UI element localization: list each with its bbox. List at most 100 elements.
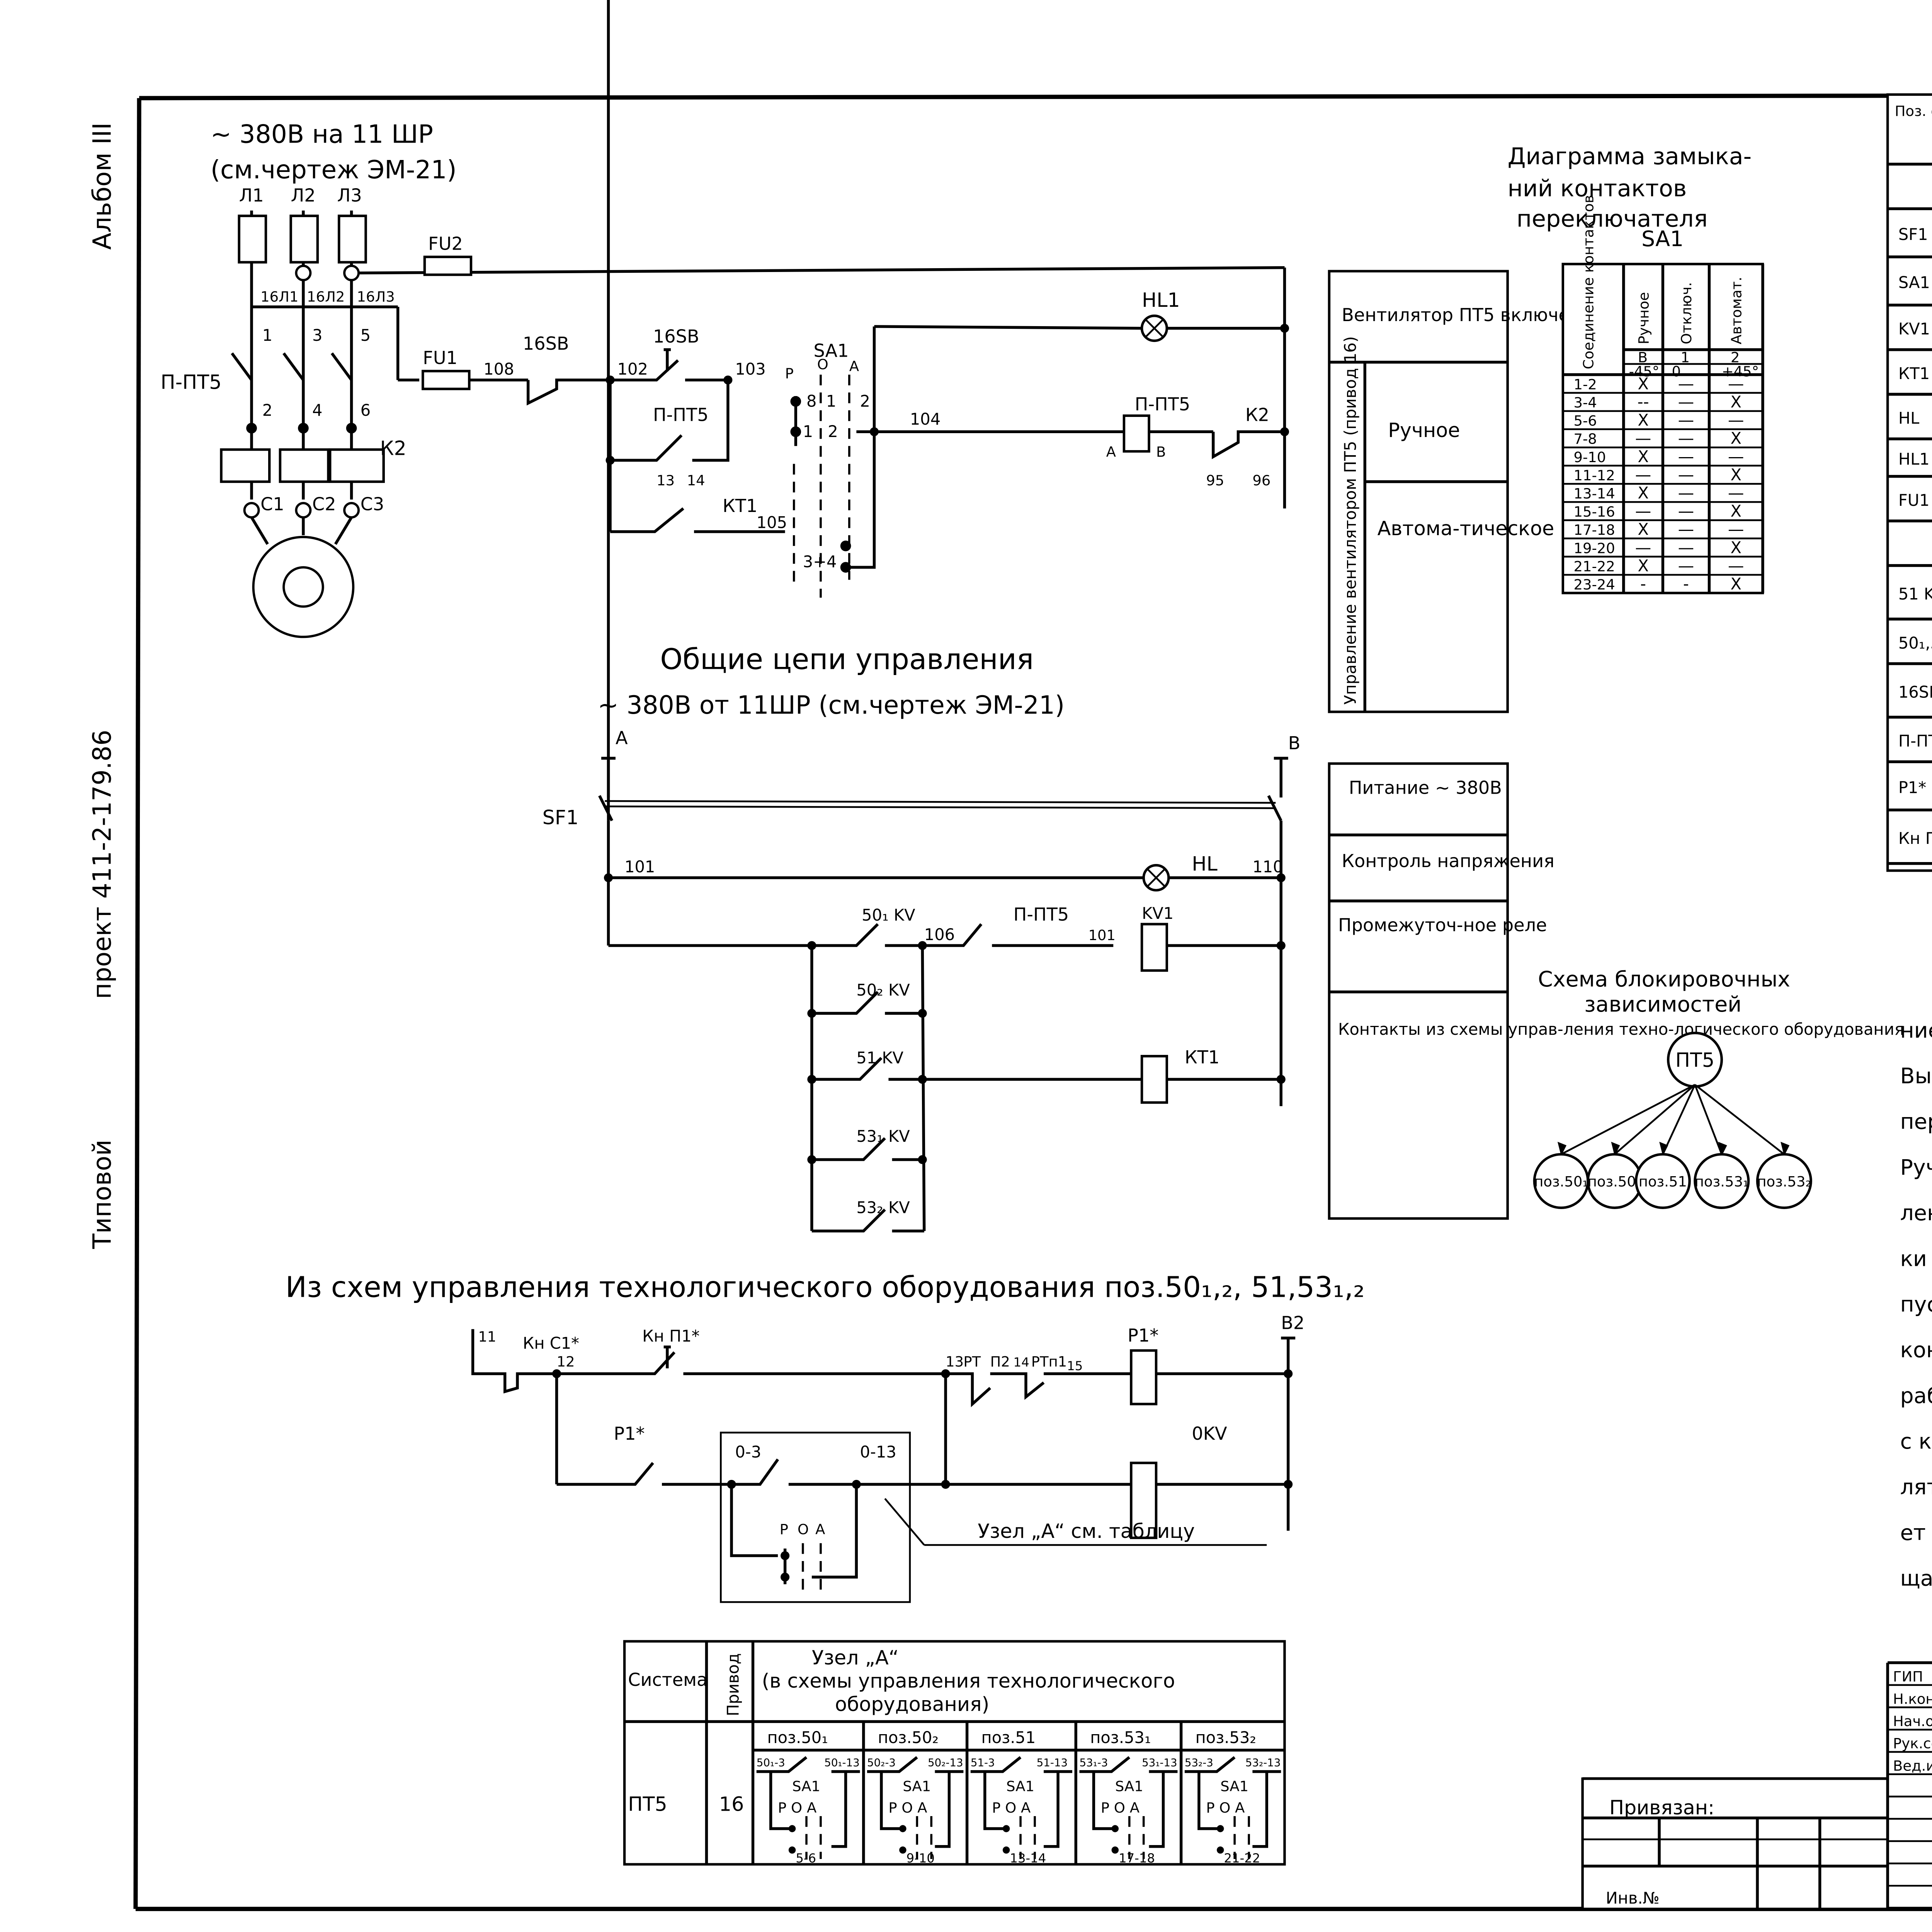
- poa-a: А: [815, 1521, 825, 1538]
- thermal-relay-3: [328, 448, 385, 483]
- node-a-pair: 5-6: [796, 1851, 816, 1866]
- coil-p1: [1130, 1349, 1158, 1405]
- node-a-sa1: SA1: [903, 1778, 931, 1795]
- spec-pos: 16SB: [1898, 682, 1932, 701]
- note-line: лятор с выдержкой времени отключается. З…: [1900, 1475, 1932, 1500]
- notes-text: Схемой предусмотрено ручное и автоматиче…: [1900, 1018, 1932, 1591]
- contact-state: -: [1640, 574, 1646, 593]
- p2-contact: П2: [990, 1354, 1010, 1370]
- button-kn-p1: Кн П1*: [642, 1327, 699, 1345]
- note-line: переключателем SA1, установленным на ящи…: [1900, 1110, 1932, 1134]
- contact-state: -: [1683, 574, 1689, 593]
- rt-contact: РТ: [963, 1354, 981, 1370]
- spec-pos: KV1: [1898, 320, 1930, 338]
- node-a-box: [720, 1432, 911, 1603]
- term-6: 6: [361, 401, 371, 420]
- common-circuit: Общие цепи управления ~ 380В от 11ШР (см…: [543, 0, 1300, 1233]
- note-line: Выбор режима управления осуществляется: [1900, 1064, 1932, 1088]
- signer-role: ГИП: [1893, 1668, 1923, 1685]
- contact-state: --: [1638, 393, 1649, 412]
- spec-pos: П-ПТ5: [1898, 731, 1932, 750]
- node-a-poa: Р О А: [1206, 1799, 1245, 1816]
- main-fuse-3: [338, 214, 367, 264]
- contact-pair: 1-2: [1574, 376, 1597, 393]
- sheet-frame: [133, 94, 1932, 1911]
- contact-state: —: [1678, 465, 1694, 484]
- bound-label: Привязан:: [1609, 1796, 1714, 1819]
- system-pt5: ПТ5: [628, 1793, 667, 1815]
- sa1-contact-2b: 2: [828, 422, 838, 441]
- node-a-right-wire: 51-13: [1037, 1756, 1068, 1769]
- thermal-relay-label: К2: [380, 437, 406, 459]
- node-a-title-2: (в схемы управления технологического: [762, 1670, 1175, 1692]
- poa-r: Р: [780, 1521, 788, 1538]
- mode-header: Ручное: [1635, 292, 1652, 344]
- motor-terminal-c2: C2: [312, 493, 336, 514]
- node-a-table: Система Привод Узел „А“ (в схемы управле…: [623, 1640, 1286, 1866]
- interlock-node-label: поз.50₂: [1588, 1173, 1642, 1190]
- spec-table: Поз. обозна-чение Наименование Кол. Прим…: [1886, 93, 1932, 872]
- drive-16: 16: [719, 1793, 744, 1815]
- contact-p1: Р1*: [614, 1423, 645, 1444]
- fuse-fu1: [422, 370, 471, 390]
- contact-diagram-title-4: SA1: [1641, 227, 1684, 252]
- contact-pair: 17-18: [1574, 522, 1615, 538]
- start-button-label: 16SB: [653, 326, 699, 347]
- intermediate-relay-label: Промежуточ-ное реле: [1338, 915, 1547, 935]
- term-1: 1: [262, 326, 272, 345]
- contact-state: —: [1728, 556, 1744, 575]
- node-a-pair: 21-22: [1224, 1851, 1260, 1866]
- spec-pos: FU1 FU2: [1898, 491, 1932, 510]
- album-label: Альбом III: [88, 122, 117, 250]
- node-a-pair: 13-14: [1010, 1851, 1046, 1866]
- node-a-position: поз.50₁: [767, 1728, 828, 1747]
- common-circuit-subtitle: ~ 380В от 11ШР (см.чертеж ЭМ-21): [598, 691, 1065, 720]
- contact-state: X: [1638, 483, 1648, 502]
- node-a-poa: Р О А: [992, 1799, 1031, 1816]
- contact-pair: 11-12: [1574, 467, 1615, 484]
- phase-l3: Л3: [337, 185, 362, 206]
- node-a-position: поз.53₁: [1090, 1728, 1151, 1747]
- wire-101: 101: [624, 857, 655, 876]
- contact-state: —: [1678, 447, 1694, 466]
- signer-role: Вед.инж.: [1893, 1757, 1932, 1774]
- contact-pair: 5-6: [1574, 413, 1597, 429]
- contact-state: —: [1728, 483, 1744, 502]
- wire-101b: 101: [1088, 927, 1116, 944]
- contact-state: —: [1728, 411, 1744, 430]
- wire-103: 103: [735, 360, 765, 379]
- stop-button-label: 16SB: [523, 333, 569, 354]
- coil-terminal-b: В: [1156, 444, 1166, 460]
- function-table-mid: Питание ~ 380В Контроль напряжения Проме…: [1328, 762, 1904, 1220]
- wire-16l3: 16Л3: [357, 288, 395, 305]
- contact-53-2-kv: 53₂ KV: [856, 1198, 910, 1217]
- node-a-sa1: SA1: [1006, 1778, 1034, 1795]
- contact-state: —: [1678, 502, 1694, 520]
- interlock-node: [1694, 1153, 1750, 1209]
- sa1-pos-r: Р: [785, 365, 794, 382]
- spec-pos: Кн П1* Кн С1*: [1898, 829, 1932, 848]
- contact-diagram-title-2: ний контактов: [1508, 175, 1687, 202]
- contactor-label: П-ПТ5: [161, 371, 222, 394]
- interlock-node-label: поз.50₁: [1534, 1173, 1588, 1190]
- stop-button-16sb: [527, 378, 611, 406]
- contact-state: X: [1730, 429, 1741, 448]
- fu1-label: FU1: [423, 347, 457, 368]
- breaker-sf1: SF1: [543, 806, 579, 829]
- contact-diagram-title-1: Диаграмма замыка-: [1508, 143, 1752, 170]
- contact-state: —: [1678, 393, 1694, 412]
- fu2-label: FU2: [428, 233, 463, 254]
- node-a-poa: Р О А: [1101, 1799, 1139, 1816]
- note-line: контактом которого включается вентилятор…: [1900, 1338, 1932, 1363]
- function-table-top: Вентилятор ПТ5 включен. Ручное Автома-ти…: [1328, 270, 1587, 713]
- holding-contact: [610, 380, 730, 462]
- contact-state: —: [1728, 447, 1744, 466]
- k2-terminal-95: 95: [1206, 472, 1224, 489]
- contact-state: X: [1638, 374, 1648, 393]
- sa1-contact-2a: 2: [860, 392, 870, 411]
- sa1-label: SA1: [814, 340, 849, 361]
- contact-53-1-kv: 53₁ KV: [856, 1127, 910, 1146]
- note-line: с которыми блокирован вентилятор, реле К…: [1900, 1429, 1932, 1454]
- contact-state: X: [1638, 411, 1648, 430]
- common-circuit-title: Общие цепи управления: [660, 643, 1034, 676]
